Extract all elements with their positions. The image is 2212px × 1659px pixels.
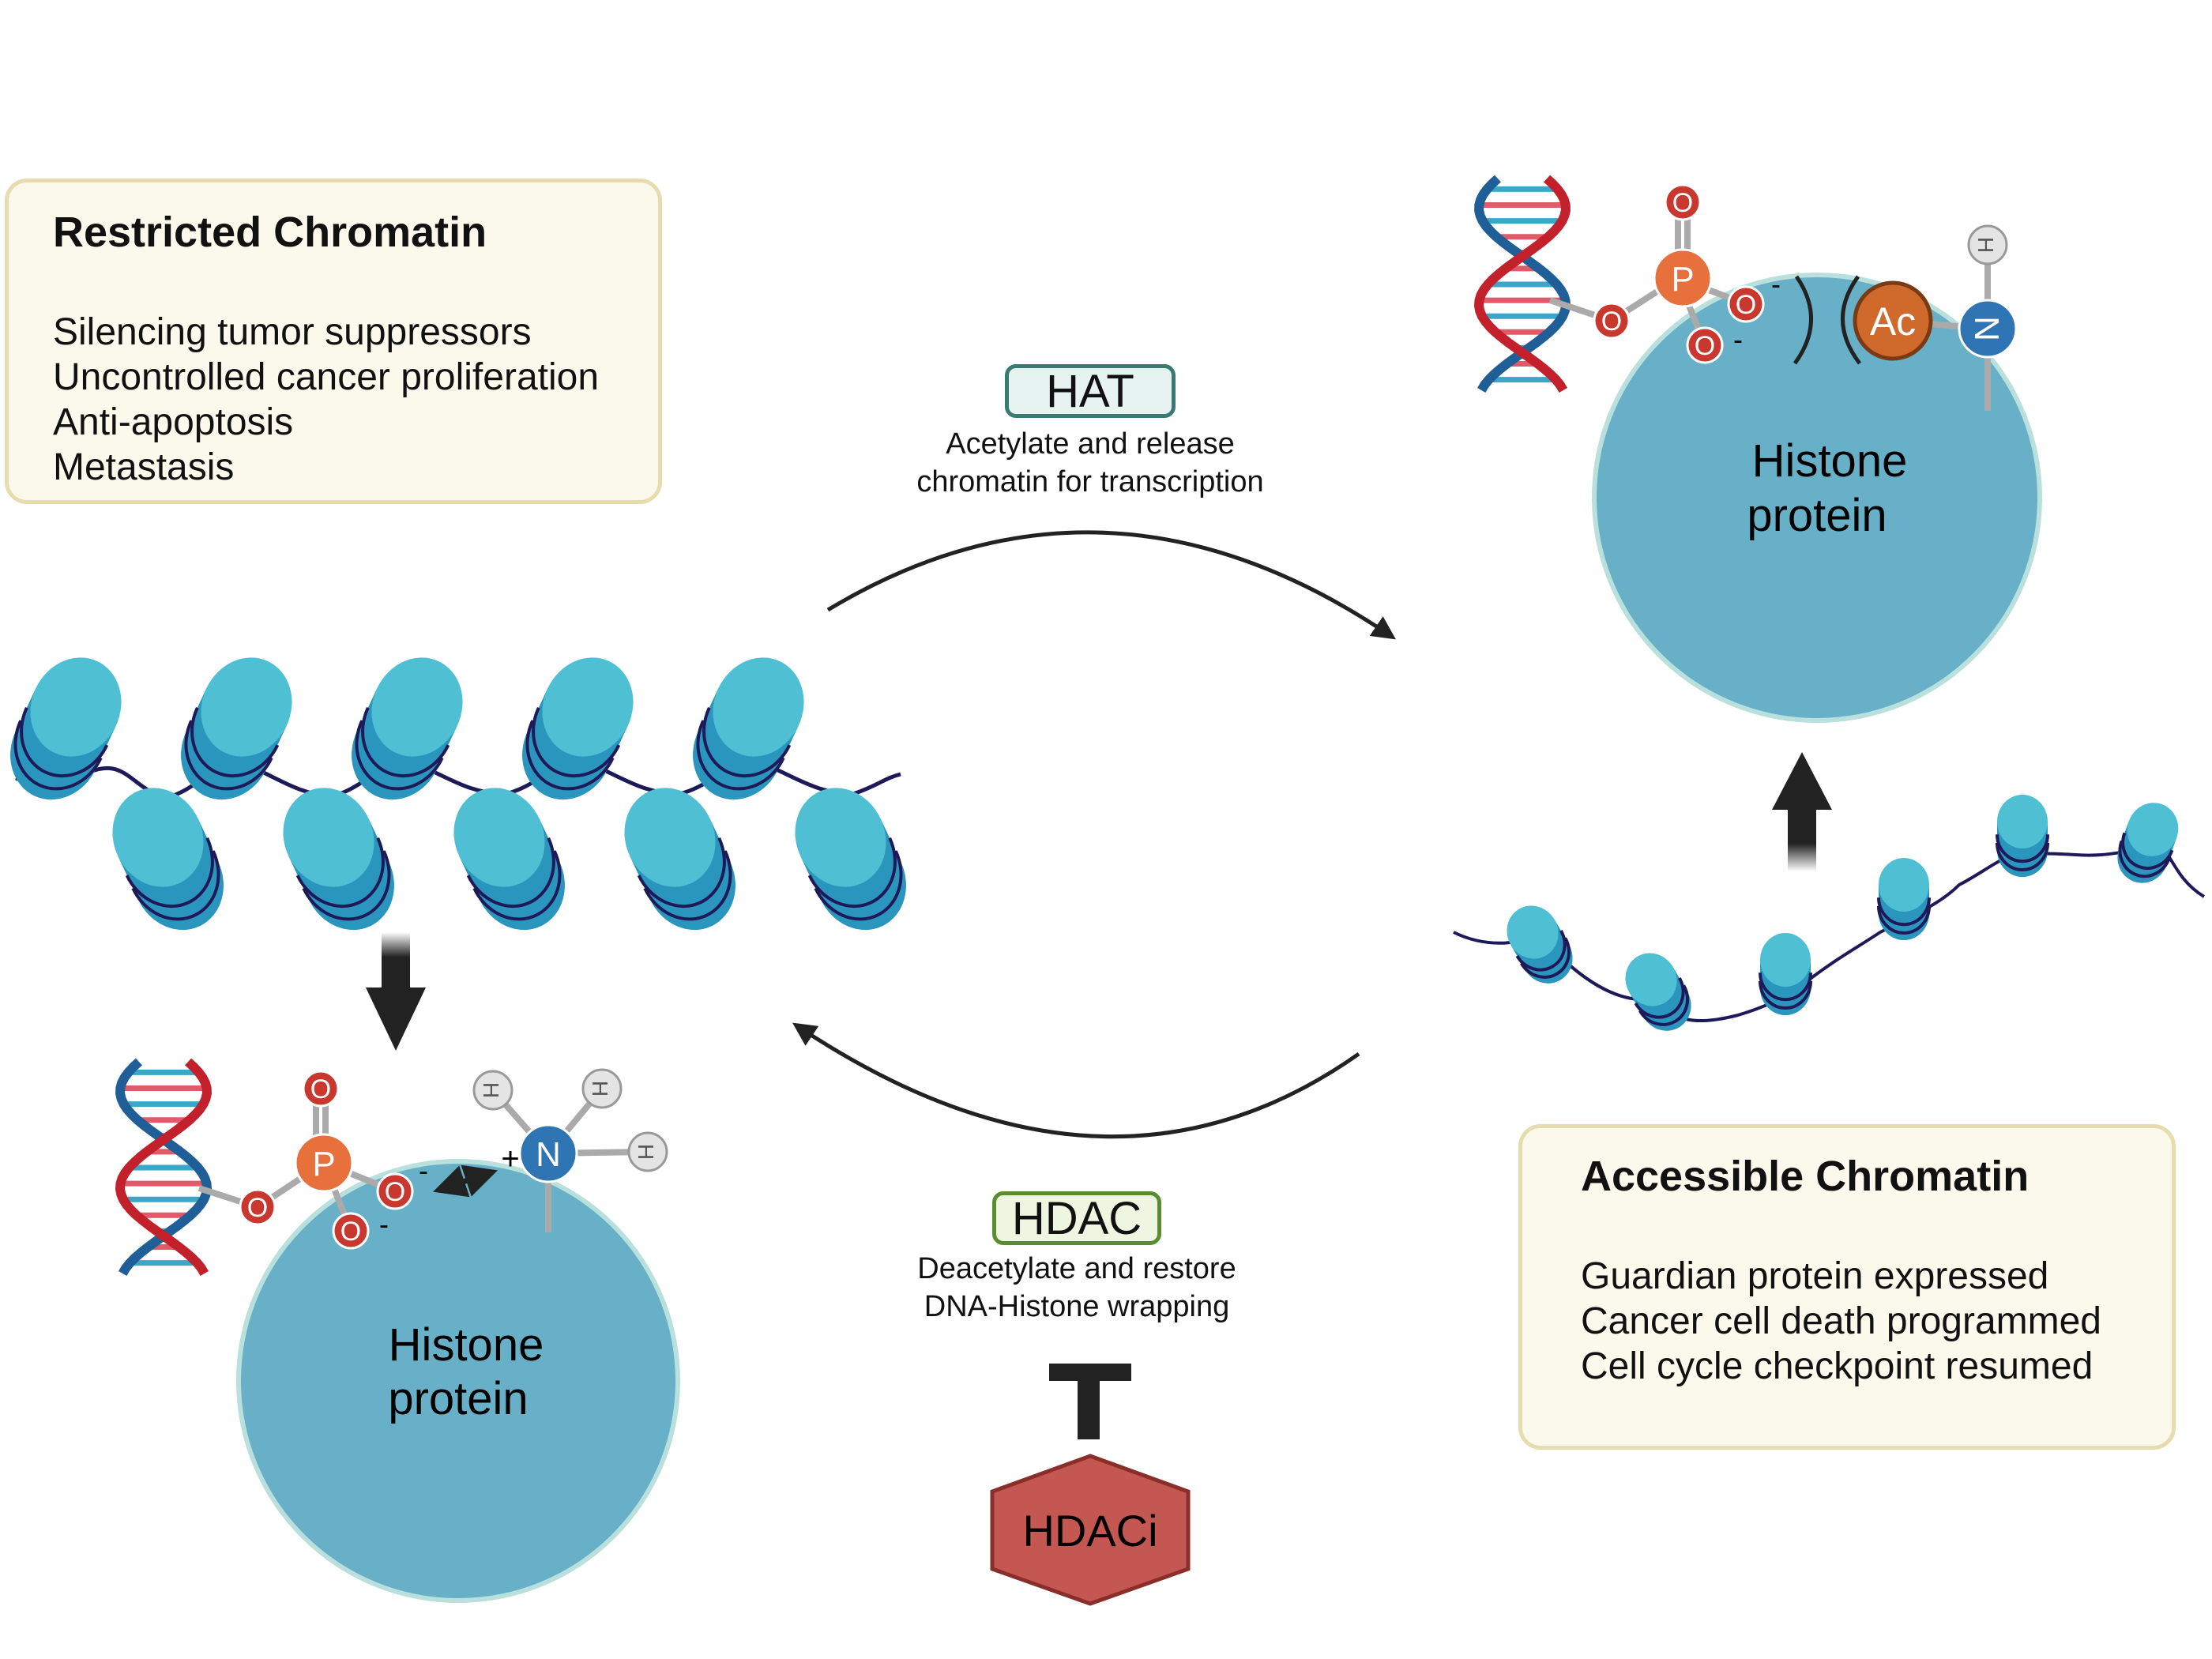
nitrogen-atom: N [1958,299,2018,359]
nitrogen-label: N [536,1135,561,1174]
oxygen-atom: O [1593,302,1631,340]
histone-right-line2: protein [1747,490,1887,541]
hdac-desc-line2: DNA-Histone wrapping [924,1290,1230,1323]
oxygen-atom: O [302,1070,340,1108]
oxygen-atom: O [376,1172,414,1210]
hydrogen-label: H [634,1144,658,1160]
hdac-description: Deacetylate and restore DNA-Histone wrap… [840,1250,1314,1326]
charge-minus: - [1733,323,1743,356]
phosphorus-atom: P [1653,248,1713,308]
dna-backbone [1473,175,1571,393]
oxygen-label: O [1736,290,1756,320]
hydrogen-atom: H [627,1131,668,1172]
dna-backbone [115,1058,212,1277]
oxygen-label: O [310,1074,331,1104]
charge-minus: - [379,1208,389,1240]
hdac-arrow [792,1022,1360,1139]
loose-dna-linker [1453,846,2206,1023]
restricted-item: Anti-apoptosis [53,401,294,443]
nucleosome [2117,803,2179,883]
oxygen-label: O [340,1217,361,1247]
nucleosome [181,657,292,800]
oxygen-atom: O [1686,326,1724,364]
histone-right: Histone protein [1592,273,2042,723]
hat-label: HAT [1005,364,1176,418]
dna-helix-left [115,1058,213,1277]
oxygen-atom: O [1727,285,1765,323]
up-arrow [1772,752,1832,871]
restricted-chromatin-title: Restricted Chromatin [53,209,487,256]
nucleosome [795,788,906,931]
accessible-chromatin-title: Accessible Chromatin [1581,1153,2030,1200]
accessible-chromatin-box: Accessible Chromatin Guardian protein ex… [1518,1124,2176,1450]
hat-desc-line2: chromatin for transcription [916,465,1264,498]
accessible-item: Cancer cell death programmed [1581,1300,2101,1342]
hdaci-shape [990,1454,1191,1606]
charge-minus: - [419,1154,428,1187]
attraction-arrow [433,1164,498,1198]
histone-left-line1: Histone [389,1319,544,1371]
hdac-desc-line1: Deacetylate and restore [917,1252,1236,1285]
dna-helix-right [1473,175,1571,393]
hat-description: Acetylate and release chromatin for tran… [853,425,1327,501]
hydrogen-atom: H [581,1068,623,1109]
histone-left: Histone protein [236,1159,680,1603]
restricted-item: Metastasis [53,446,235,488]
hat-arrow [826,530,1396,640]
oxygen-atom: O [332,1212,370,1250]
nucleosome [112,788,224,931]
oxygen-atom: O [1664,183,1702,221]
acetyl-label: Ac [1870,299,1916,344]
nucleosome [283,788,394,931]
phosphorus-label: P [1671,260,1694,299]
acetyl-group: Ac [1853,280,1933,361]
compact-chromatin [10,657,906,931]
charge-plus: + [501,1142,519,1176]
accessible-item: Guardian protein expressed [1581,1255,2049,1297]
hydrogen-label: H [588,1081,612,1097]
nucleosome [453,788,565,931]
charge-minus: - [1771,268,1781,300]
hydrogen-label: H [1973,237,1998,253]
accessible-item: Cell cycle checkpoint resumed [1581,1345,2094,1387]
nucleosome [1996,795,2049,877]
repulsion-arc [1841,275,1861,365]
restricted-item: Silencing tumor suppressors [53,311,532,353]
hydrogen-atom: H [1967,224,2008,265]
hat-desc-line1: Acetylate and release [946,427,1235,461]
nucleosome [352,657,463,800]
hdac-label: HDAC [992,1191,1161,1245]
restricted-chromatin-box: Restricted Chromatin Silencing tumor sup… [5,179,662,504]
histone-left-line2: protein [388,1373,528,1424]
histone-right-line1: Histone [1752,435,1908,487]
nucleosome [1759,933,1812,1015]
nucleosome [522,657,634,800]
phosphorus-atom: P [294,1133,354,1193]
hydrogen-atom: H [472,1070,514,1111]
oxygen-label: O [1601,307,1622,337]
restricted-item: Uncontrolled cancer proliferation [53,356,600,398]
loose-chromatin [1453,795,2206,1031]
oxygen-label: O [247,1193,268,1223]
hydrogen-label: H [479,1082,503,1098]
down-arrow [366,932,426,1051]
inhibition-bar [1049,1364,1131,1439]
nucleosome [693,657,804,800]
hdaci-label: HDACi [1022,1506,1157,1556]
nitrogen-label: N [1967,316,2006,341]
oxygen-label: O [1695,331,1715,361]
nucleosome [1625,953,1691,1031]
oxygen-label: O [385,1177,405,1207]
phosphorus-label: P [312,1145,335,1183]
nucleosome [10,657,122,800]
nitrogen-atom: N [518,1123,578,1183]
nucleosome [1507,905,1573,984]
nucleosome [1877,858,1931,940]
oxygen-label: O [1672,188,1693,218]
oxygen-atom: O [239,1188,276,1226]
nucleosome [624,788,735,931]
repulsion-arc [1793,275,1813,365]
